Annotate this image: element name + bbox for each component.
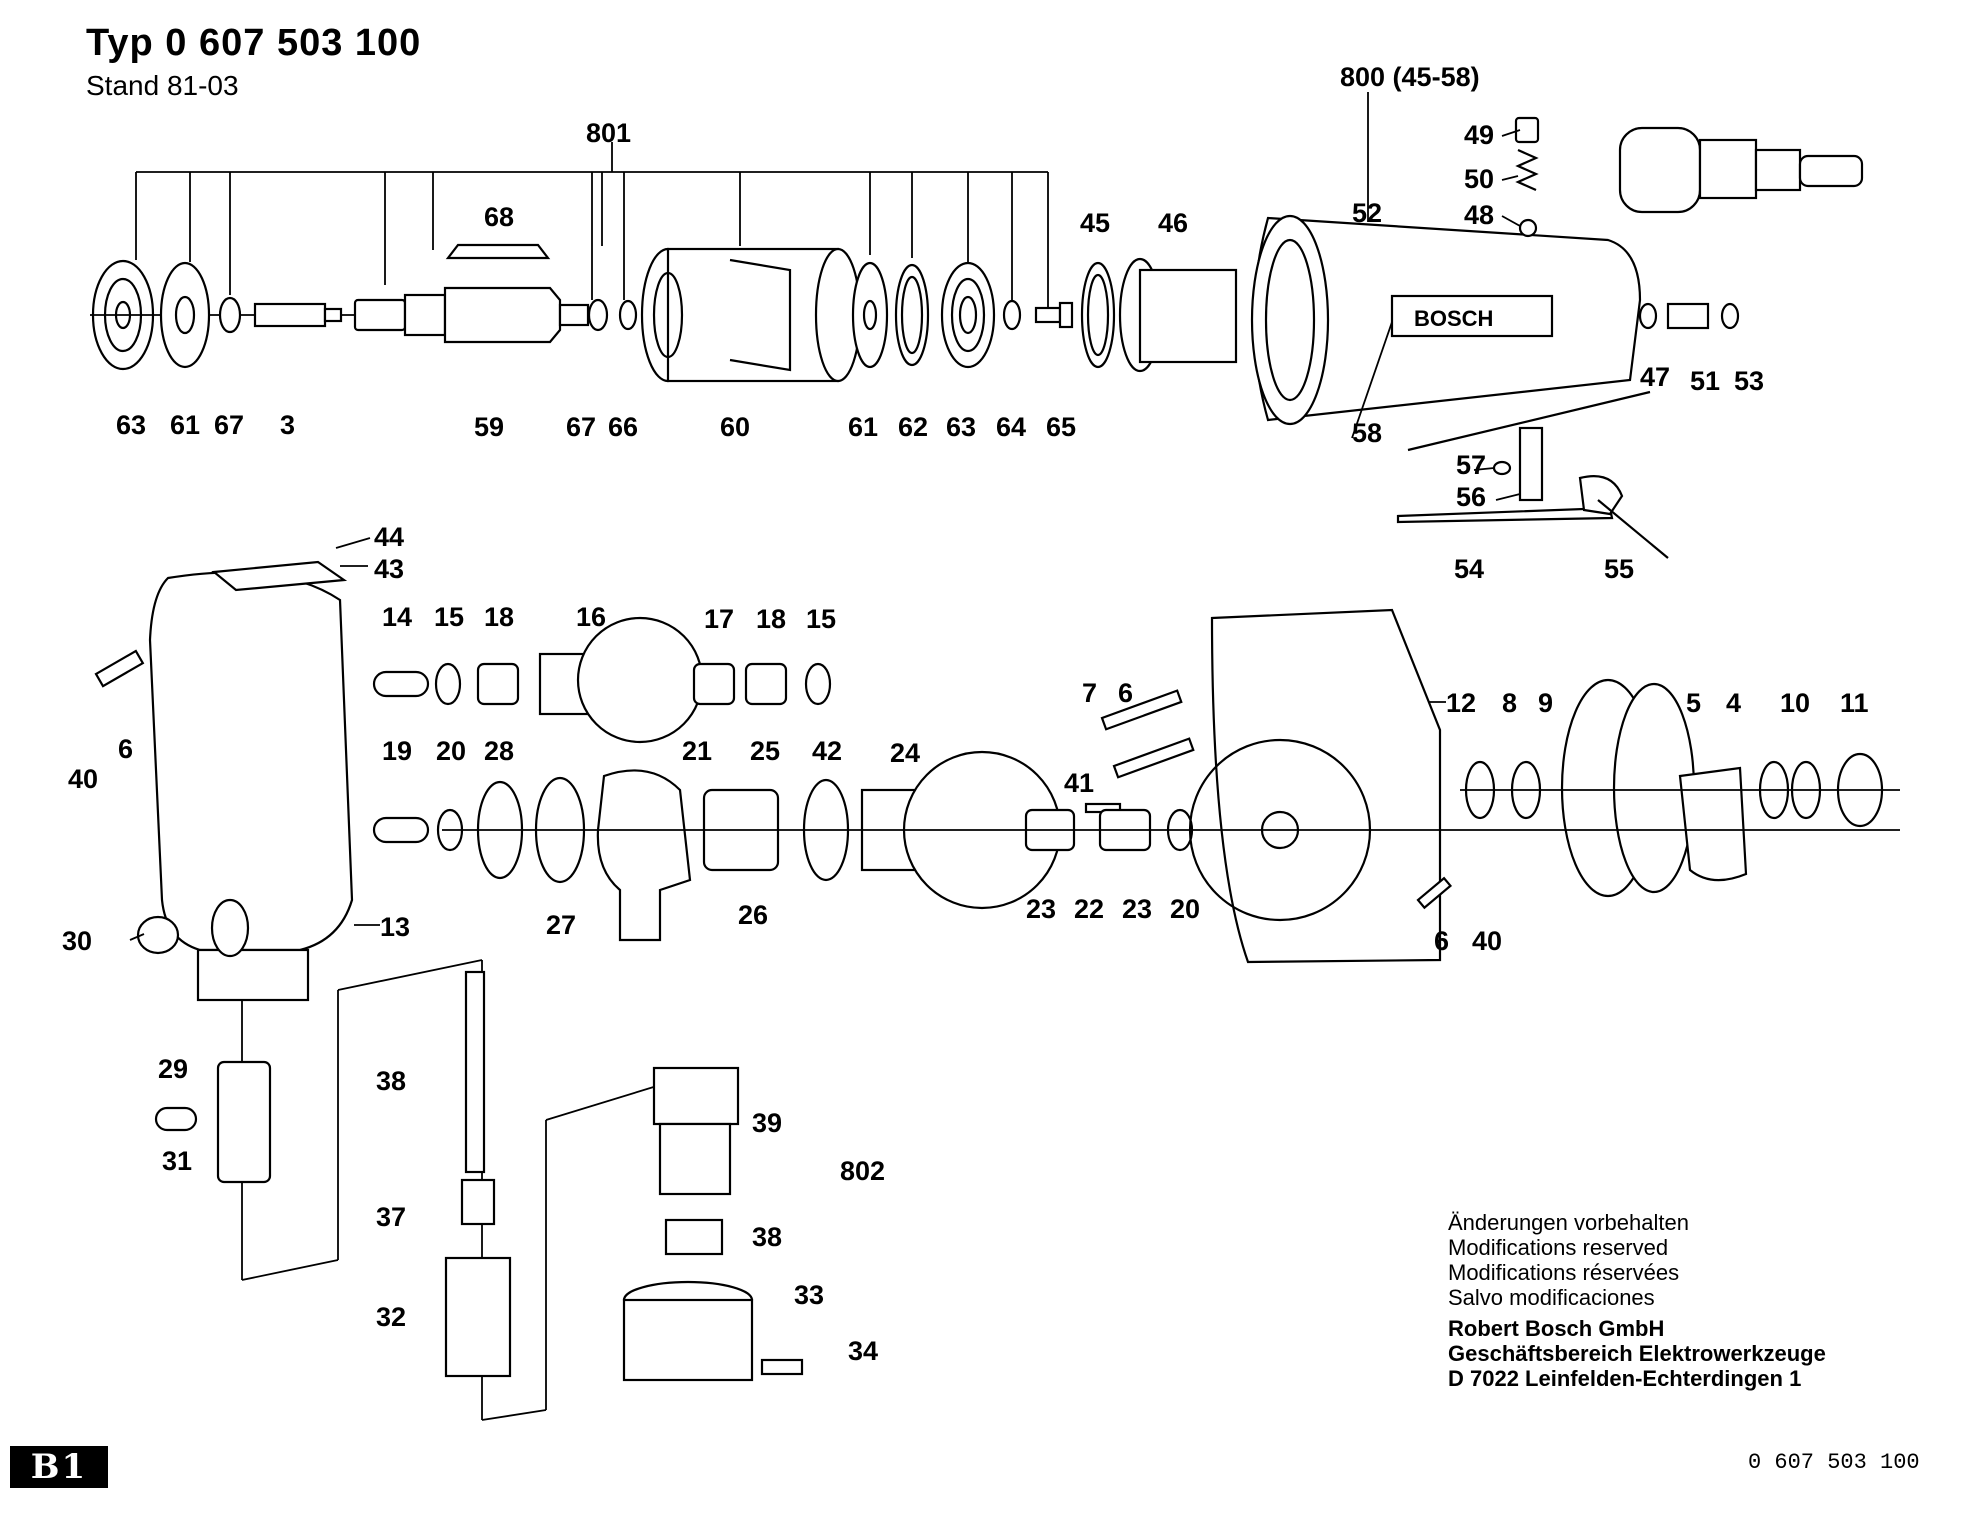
callout: 37 <box>376 1202 406 1232</box>
callout: 39 <box>752 1108 782 1138</box>
callout: 16 <box>576 602 606 632</box>
callout: 43 <box>374 554 404 584</box>
callout: 46 <box>1158 208 1188 238</box>
callout: 32 <box>376 1302 406 1332</box>
callout: 13 <box>380 912 410 942</box>
callout: 65 <box>1046 412 1076 442</box>
callout: 15 <box>806 604 836 634</box>
callout: 24 <box>890 738 920 768</box>
callout: 10 <box>1780 688 1810 718</box>
callout: 58 <box>1352 418 1382 448</box>
company-name: Robert Bosch GmbH <box>1448 1316 1665 1341</box>
brand-label: BOSCH <box>1414 306 1493 331</box>
callout-800: 800 (45-58) <box>1340 62 1480 92</box>
callout: 40 <box>68 764 98 794</box>
callout: 66 <box>608 412 638 442</box>
callout: 25 <box>750 736 780 766</box>
callout: 55 <box>1604 554 1634 584</box>
callout: 61 <box>848 412 878 442</box>
callout: 34 <box>848 1336 878 1366</box>
callout: 21 <box>682 736 712 766</box>
company-address: D 7022 Leinfelden-Echterdingen 1 <box>1448 1366 1802 1391</box>
callout: 48 <box>1464 200 1494 230</box>
callout: 61 <box>170 410 200 440</box>
callout: 14 <box>382 602 412 632</box>
callout: 50 <box>1464 164 1494 194</box>
callout: 20 <box>1170 894 1200 924</box>
callout: 30 <box>62 926 92 956</box>
callout: 40 <box>1472 926 1502 956</box>
callout: 33 <box>794 1280 824 1310</box>
middle-parts <box>94 560 1900 1002</box>
callout: 49 <box>1464 120 1494 150</box>
callout: 26 <box>738 900 768 930</box>
callout: 60 <box>720 412 750 442</box>
callout: 18 <box>756 604 786 634</box>
callout: 4 <box>1726 688 1741 718</box>
callout: 47 <box>1640 362 1670 392</box>
callout: 57 <box>1456 450 1486 480</box>
callout: 44 <box>374 522 404 552</box>
bottom-parts <box>154 959 804 1421</box>
callout: 38 <box>376 1066 406 1096</box>
callout: 5 <box>1686 688 1701 718</box>
callout: 27 <box>546 910 576 940</box>
callout: 28 <box>484 736 514 766</box>
callout: 42 <box>812 736 842 766</box>
page-badge: B1 <box>10 1446 108 1488</box>
callout: 63 <box>116 410 146 440</box>
callout: 17 <box>704 604 734 634</box>
callout: 51 <box>1690 366 1720 396</box>
callout: 54 <box>1454 554 1484 584</box>
callout: 8 <box>1502 688 1517 718</box>
callout-leaders <box>129 92 1521 941</box>
callout: 52 <box>1352 198 1382 228</box>
callout: 64 <box>996 412 1026 442</box>
model-title: Typ 0 607 503 100 <box>86 22 422 64</box>
callout: 62 <box>898 412 928 442</box>
callout: 22 <box>1074 894 1104 924</box>
callout: 56 <box>1456 482 1486 512</box>
top-parts <box>90 116 1864 559</box>
group-801-bracket <box>135 142 1049 318</box>
callout: 67 <box>566 412 596 442</box>
callout: 68 <box>484 202 514 232</box>
callout: 19 <box>382 736 412 766</box>
callout: 9 <box>1538 688 1553 718</box>
note-en: Modifications reserved <box>1448 1235 1669 1260</box>
callout: 45 <box>1080 208 1110 238</box>
callout: 11 <box>1840 688 1869 718</box>
callout-labels: 801 800 (45-58) 63 61 67 3 59 67 66 60 6… <box>62 62 1869 1366</box>
callout: 6 <box>1118 678 1133 708</box>
callout: 41 <box>1064 768 1094 798</box>
document-number: 0 607 503 100 <box>1748 1450 1920 1475</box>
callout: 3 <box>280 410 295 440</box>
callout: 802 <box>840 1156 885 1186</box>
callout: 12 <box>1446 688 1476 718</box>
callout: 59 <box>474 412 504 442</box>
callout: 23 <box>1122 894 1152 924</box>
callout: 18 <box>484 602 514 632</box>
note-de: Änderungen vorbehalten <box>1448 1210 1689 1235</box>
callout: 7 <box>1082 678 1097 708</box>
callout-801: 801 <box>586 118 631 148</box>
callout: 31 <box>162 1146 192 1176</box>
callout: 23 <box>1026 894 1056 924</box>
note-fr: Modifications réservées <box>1448 1260 1680 1285</box>
callout: 15 <box>434 602 464 632</box>
callout: 53 <box>1734 366 1764 396</box>
callout: 6 <box>118 734 133 764</box>
callout: 38 <box>752 1222 782 1252</box>
company-division: Geschäftsbereich Elektrowerkzeuge <box>1448 1341 1826 1366</box>
callout: 6 <box>1434 926 1449 956</box>
callout: 29 <box>158 1054 188 1084</box>
callout: 20 <box>436 736 466 766</box>
callout: 67 <box>214 410 244 440</box>
note-es: Salvo modificaciones <box>1448 1285 1655 1310</box>
callout: 63 <box>946 412 976 442</box>
revision-stand: Stand 81-03 <box>86 70 239 101</box>
